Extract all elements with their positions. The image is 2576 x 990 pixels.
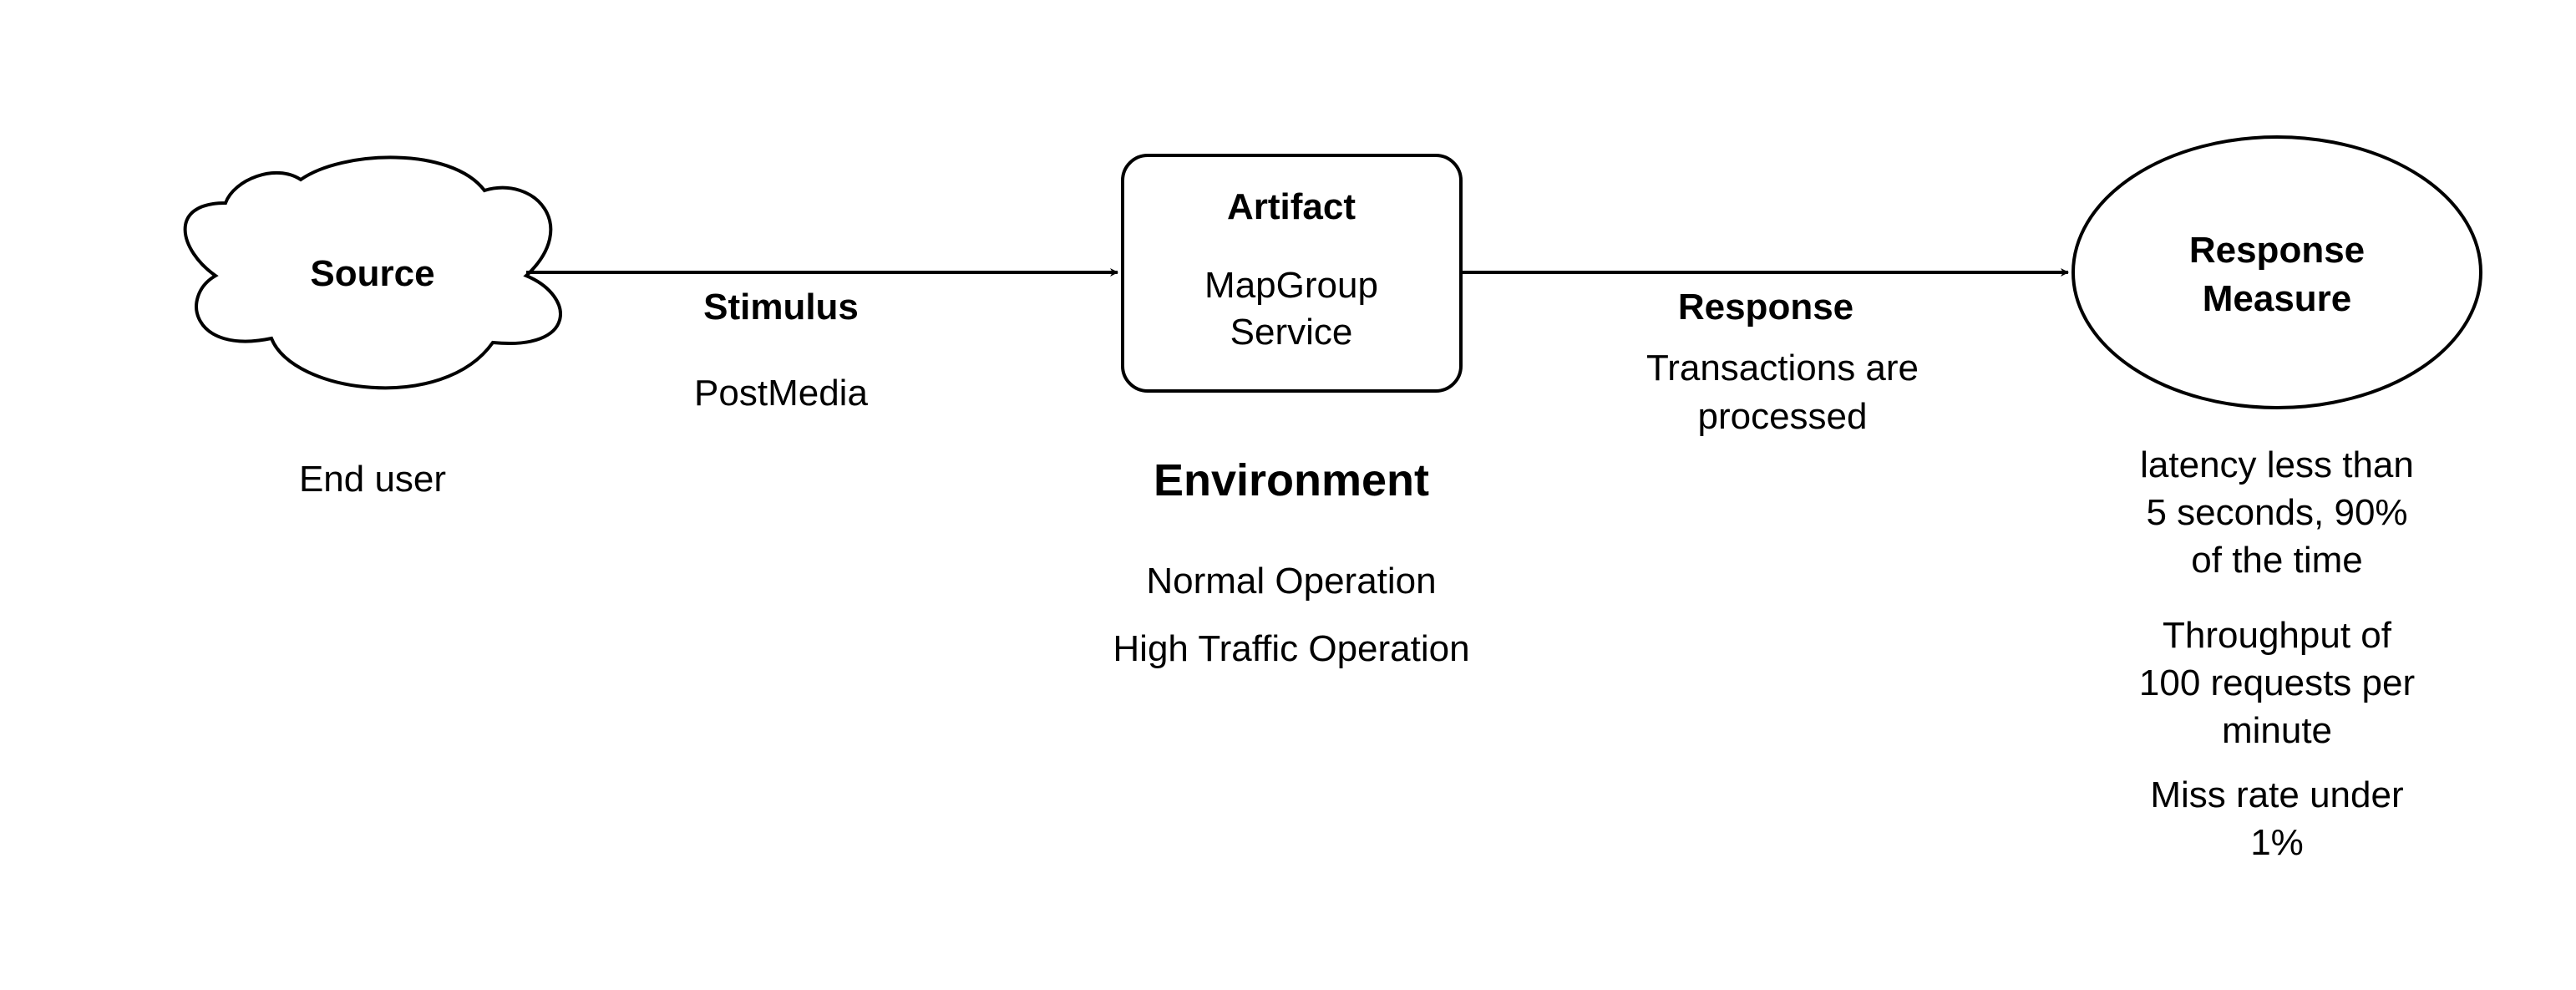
source-cloud-shape bbox=[183, 155, 562, 390]
stimulus-title: Stimulus bbox=[703, 287, 859, 327]
environment-item-2: High Traffic Operation bbox=[1113, 628, 1469, 669]
source-node: Source bbox=[183, 155, 562, 390]
stimulus-description: PostMedia bbox=[694, 373, 868, 414]
response-line-2: processed bbox=[1697, 396, 1867, 437]
source-description: End user bbox=[299, 459, 446, 500]
measure-3-line-2: 1% bbox=[2250, 822, 2304, 863]
measure-2-line-3: minute bbox=[2222, 710, 2332, 751]
response-measure-item-1: latency less than 5 seconds, 90% of the … bbox=[2140, 444, 2414, 581]
artifact-title: Artifact bbox=[1227, 186, 1356, 227]
measure-2-line-2: 100 requests per bbox=[2139, 663, 2415, 703]
measure-1-line-2: 5 seconds, 90% bbox=[2146, 492, 2407, 533]
response-measure-ellipse bbox=[2071, 135, 2482, 409]
artifact-line-2: Service bbox=[1230, 312, 1353, 353]
source-title: Source bbox=[310, 253, 434, 294]
measure-2-line-1: Throughput of bbox=[2163, 615, 2392, 656]
response-title: Response bbox=[1678, 287, 1853, 327]
environment-item-1: Normal Operation bbox=[1146, 561, 1436, 602]
artifact-node: Artifact MapGroup Service bbox=[1121, 154, 1463, 393]
response-measure-title-line-2: Measure bbox=[2203, 278, 2352, 319]
artifact-line-1: MapGroup bbox=[1204, 265, 1378, 306]
measure-1-line-1: latency less than bbox=[2140, 444, 2414, 485]
response-measure-item-3: Miss rate under 1% bbox=[2150, 774, 2403, 863]
environment-title: Environment bbox=[1154, 455, 1429, 505]
response-measure-node: Response Measure bbox=[2071, 135, 2482, 409]
measure-3-line-1: Miss rate under bbox=[2150, 774, 2403, 815]
measure-1-line-3: of the time bbox=[2191, 540, 2362, 581]
response-measure-title-line-1: Response bbox=[2189, 230, 2365, 271]
response-line-1: Transactions are bbox=[1646, 348, 1919, 388]
response-measure-item-2: Throughput of 100 requests per minute bbox=[2139, 615, 2415, 751]
